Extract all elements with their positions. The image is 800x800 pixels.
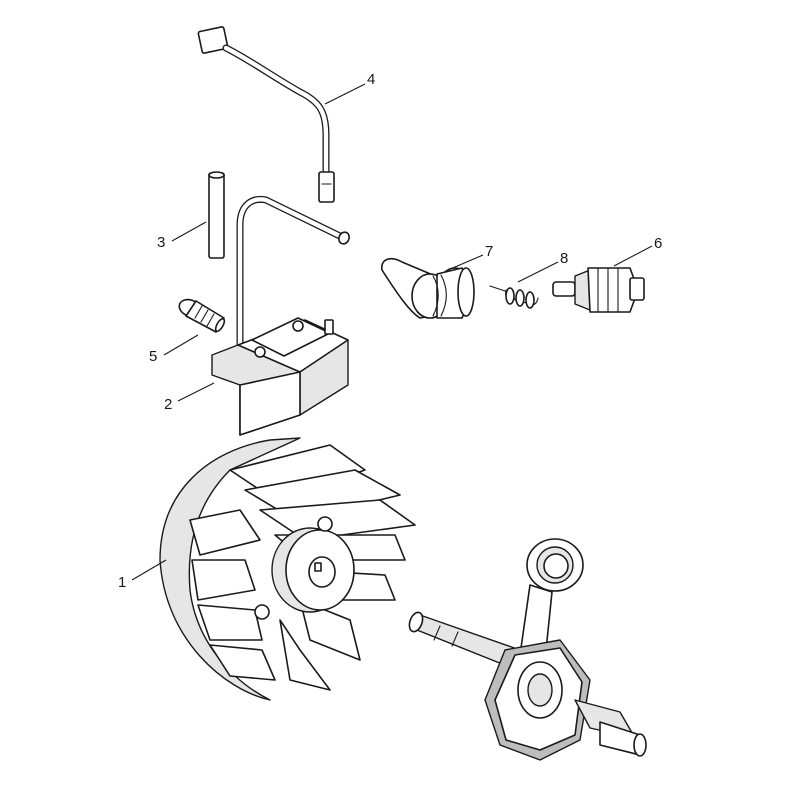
callout-2: 2 [164, 396, 172, 413]
spring-part [489, 285, 539, 309]
leader-line-2 [177, 382, 215, 402]
flywheel-part [159, 437, 416, 701]
ignition-coil-part [211, 195, 350, 436]
leader-line-5 [163, 334, 199, 356]
callout-7: 7 [485, 243, 493, 260]
leader-line-7 [447, 254, 484, 271]
bolt-part [178, 298, 226, 333]
callout-1: 1 [118, 574, 126, 591]
leader-line-1 [131, 559, 167, 581]
leader-line-4 [324, 83, 366, 105]
spark-plug-part [552, 267, 645, 313]
callout-3: 3 [157, 234, 165, 251]
pin-part [208, 171, 225, 259]
callout-5: 5 [149, 348, 157, 365]
crankshaft-part [408, 538, 647, 761]
leader-line-6 [613, 245, 653, 267]
callout-8: 8 [560, 250, 568, 267]
wire-lead-part [197, 26, 335, 203]
plug-cap-part [381, 257, 475, 319]
callout-6: 6 [654, 235, 662, 252]
leader-line-8 [517, 261, 559, 283]
leader-line-3 [171, 221, 207, 242]
callout-4: 4 [367, 71, 375, 88]
